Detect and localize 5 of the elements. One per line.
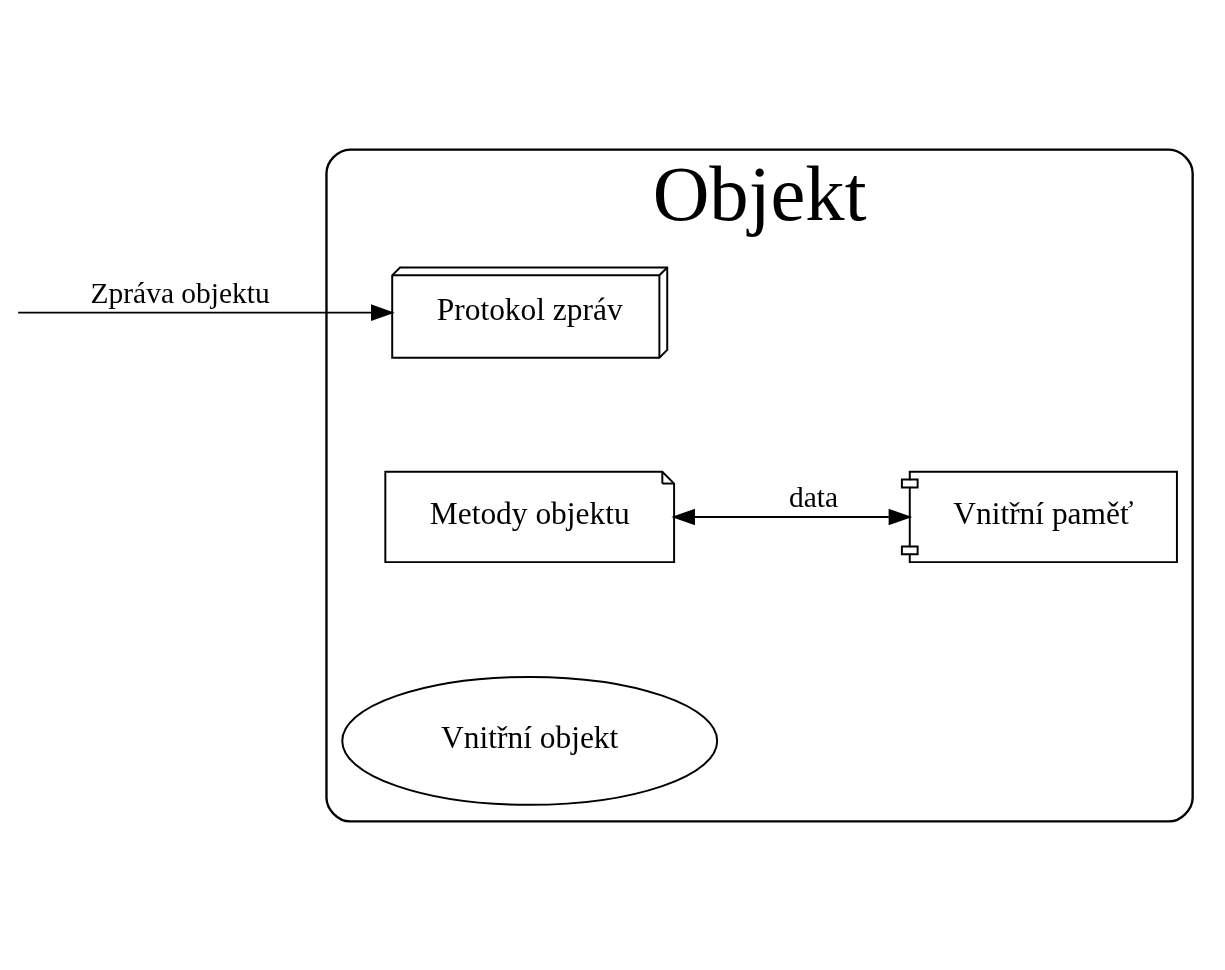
node-ellipse: Vnitřní objekt [341, 675, 719, 806]
arrow [671, 508, 913, 525]
arrow [17, 303, 395, 321]
edge-label: data [788, 480, 839, 513]
edge-label: Zpráva objektu [90, 276, 270, 309]
